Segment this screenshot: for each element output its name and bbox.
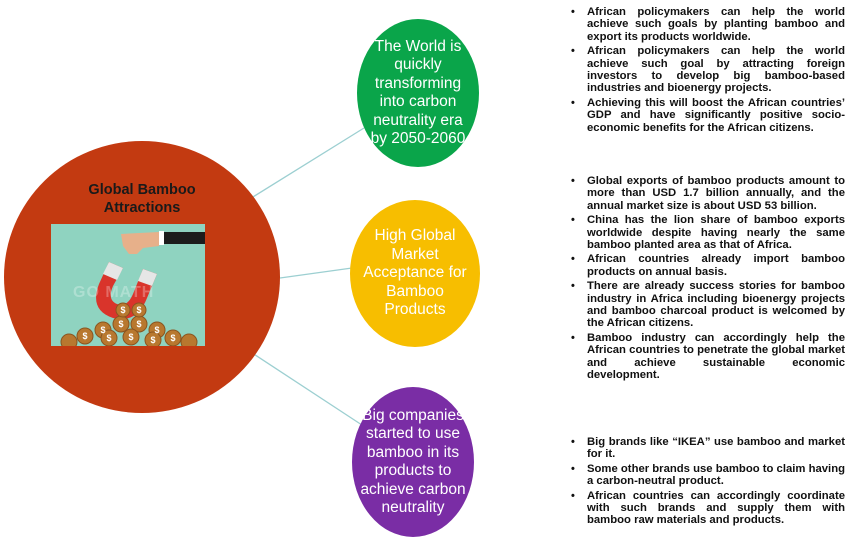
connector-world [239, 127, 365, 206]
node-big-companies: Big companies started to use bamboo in i… [352, 387, 474, 537]
bullet-item: •Big brands like “IKEA” use bamboo and m… [571, 436, 845, 461]
node-text-line: Acceptance for [363, 264, 467, 282]
svg-text:$: $ [120, 305, 125, 315]
bullet-item: •Global exports of bamboo products amoun… [571, 175, 845, 212]
bullet-list-world: •African policymakers can help the world… [565, 6, 845, 136]
node-text-line: started to use [366, 425, 460, 442]
bullet-dot-icon: • [571, 214, 575, 227]
svg-text:$: $ [136, 319, 141, 329]
bullet-list-market: •Global exports of bamboo products amoun… [565, 175, 845, 384]
bullet-item: •Some other brands use bamboo to claim h… [571, 462, 845, 488]
svg-text:$: $ [154, 325, 159, 335]
magnet-coins-icon: $$$ $$$ $$$ $$ GO MATH [51, 224, 205, 351]
bullet-list-brands: •Big brands like “IKEA” use bamboo and m… [565, 436, 845, 529]
bullet-dot-icon: • [571, 331, 575, 344]
bullet-item: •Bamboo industry can accordingly help th… [571, 331, 845, 382]
watermark-logo: GO MATH [73, 284, 155, 301]
hub-title: Global Bamboo Attractions [4, 181, 280, 217]
connector-brands [239, 344, 366, 428]
svg-text:$: $ [128, 332, 133, 342]
node-text-line: Big companies [362, 406, 464, 424]
bullet-item: •Achieving this will boost the African c… [571, 96, 845, 134]
bullet-dot-icon: • [571, 489, 575, 502]
node-text-line: transforming [374, 74, 462, 92]
bullet-dot-icon: • [571, 436, 575, 448]
node-world-carbon-neutrality: The World is quickly transforming into c… [357, 19, 479, 167]
node-text-line: neutrality [381, 499, 445, 516]
node-text-line: into carbon [379, 93, 457, 110]
svg-text:$: $ [106, 333, 111, 343]
bullet-item: •African policymakers can help the world… [571, 6, 845, 43]
node-text-line: by 2050-2060 [370, 130, 466, 147]
bullet-dot-icon: • [571, 462, 575, 475]
bullet-dot-icon: • [571, 45, 575, 58]
svg-text:$: $ [150, 335, 155, 345]
svg-text:$: $ [118, 319, 123, 329]
svg-text:$: $ [82, 331, 87, 341]
bullet-item: •China has the lion share of bamboo expo… [571, 214, 845, 252]
bullet-dot-icon: • [571, 96, 575, 109]
node-text-line: achieve carbon [360, 480, 466, 498]
bullet-dot-icon: • [571, 253, 575, 266]
hub-title-line-1: Global Bamboo [88, 182, 196, 198]
node-text-line: High Global [374, 227, 456, 245]
node-text-line: Bamboo [386, 282, 444, 300]
node-text-line: Market [391, 245, 439, 263]
node-text-line: neutrality era [373, 111, 463, 129]
svg-text:$: $ [136, 305, 141, 315]
bullet-item: •There are already success stories for b… [571, 280, 845, 330]
node-text-line: Products [384, 301, 446, 319]
hub-circle: Global Bamboo Attractions [4, 141, 280, 413]
connector-market [279, 267, 353, 279]
svg-text:$: $ [100, 325, 105, 335]
node-text-line: products to [374, 462, 452, 479]
node-text-line: quickly [394, 56, 442, 73]
bullet-dot-icon: • [571, 6, 575, 18]
svg-text:$: $ [170, 333, 175, 343]
node-text-line: bamboo in its [366, 443, 460, 461]
node-text-line: The World is [374, 37, 462, 55]
bullet-item: •African countries can accordingly coord… [571, 489, 845, 527]
bullet-item: •African countries already import bamboo… [571, 253, 845, 278]
bullet-dot-icon: • [571, 280, 575, 293]
bullet-item: •African policymakers can help the world… [571, 45, 845, 95]
bullet-dot-icon: • [571, 175, 575, 187]
hub-title-line-2: Attractions [103, 200, 181, 216]
node-market-acceptance: High Global Market Acceptance for Bamboo… [350, 200, 480, 347]
